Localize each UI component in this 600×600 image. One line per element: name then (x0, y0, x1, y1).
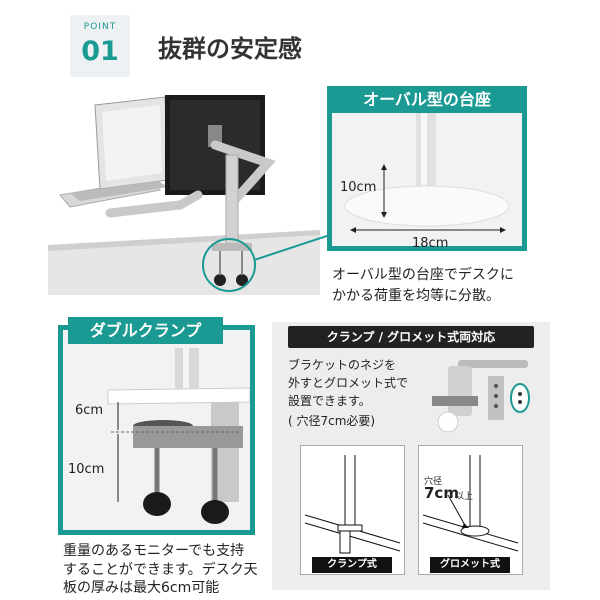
double-clamp-caption-3: 板の厚みは最大6cm可能 (63, 580, 220, 596)
oval-base-caption-2: かかる荷重を均等に分散。 (332, 288, 500, 304)
double-clamp-tag: ダブルクランプ (68, 317, 223, 344)
point-badge (70, 15, 130, 77)
mount-desc-4: ( 穴径7cm必要) (288, 414, 376, 428)
clamp-subpanel (300, 445, 405, 575)
point-number: 01 (81, 36, 119, 67)
point-label: POINT (83, 22, 117, 32)
hole-label: 穴径 (424, 477, 443, 487)
double-clamp-caption-1: 重量のあるモニターでも支持 (63, 543, 245, 559)
double-clamp-illustration (107, 348, 250, 524)
mount-desc-3: 設置できます。 (288, 394, 371, 408)
grommet-diagram (422, 455, 519, 552)
product-image (48, 95, 330, 295)
hole-suffix: 以上 (455, 492, 474, 502)
clamp-tag: クランプ式 (312, 557, 392, 573)
oval-base-height: 10cm (340, 180, 377, 195)
page-title: 抜群の安定感 (158, 35, 302, 63)
oval-base-width: 18cm (412, 236, 449, 251)
clamp-dim-bottom: 10cm (68, 462, 105, 477)
oval-base-caption-1: オーバル型の台座でデスクに (332, 267, 514, 283)
mount-desc-2: 外すとグロメット式で (288, 376, 409, 390)
oval-base-illustration (344, 98, 510, 233)
clamp-dim-top: 6cm (75, 403, 104, 418)
mount-types-header: クランプ / グロメット式両対応 (288, 326, 534, 348)
bracket-illustration (432, 360, 530, 433)
double-clamp-caption-2: することができます。デスク天 (63, 562, 258, 578)
grommet-tag: グロメット式 (430, 557, 510, 573)
mount-desc-1: ブラケットのネジを (288, 358, 397, 372)
clamp-diagram (304, 455, 401, 554)
hole-value: 7cm (424, 484, 459, 502)
oval-base-tag: オーバル型の台座 (327, 86, 527, 113)
